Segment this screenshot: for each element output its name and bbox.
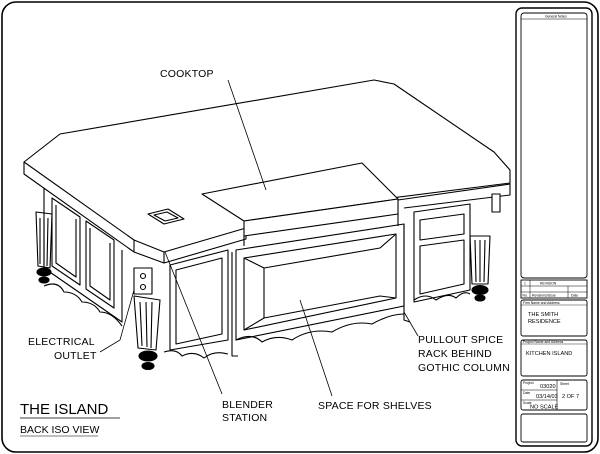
callout-pullout: PULLOUT SPICE [418,334,503,346]
tb-project-label: Project Name and Address [523,340,564,344]
callout-rack: RACK BEHIND [418,348,492,360]
tb-revision-col-desc: Revisions/Issue [532,294,556,298]
title-block-text: General Notes 1 REVISION No. Revisions/I… [523,15,580,411]
tb-project-no-label: Project [523,381,534,385]
tb-header: General Notes [545,15,567,19]
blender-station-plate [147,208,185,225]
callout-station: STATION [222,412,267,424]
tb-revision-col-date: Date [571,294,578,298]
tb-client-label: Firm Name and Address [523,301,560,305]
callout-outlet: OUTLET [54,350,97,362]
tb-date-label: Date [523,391,530,395]
column-right [469,193,501,302]
tb-revision-col-no: No. [523,294,528,298]
right-cabinet [413,203,471,303]
drawing-view: BACK ISO VIEW [20,424,99,436]
title-block [515,7,593,447]
island-illustration [23,79,511,371]
countertop-right-edge [397,183,511,209]
tb-sheet-label: Sheet [560,382,569,386]
tb-scale-label: Scale [523,401,532,405]
tb-sheet: 2 OF 7 [562,394,579,400]
callout-blender: BLENDER [222,399,273,411]
front-cabinet [169,249,229,351]
tb-project: KITCHEN ISLAND [526,351,572,357]
column-left-back [35,211,53,284]
tb-scale: NO SCALE [530,405,559,411]
callout-gothic: GOTHIC COLUMN [418,362,510,374]
countertop-edge [23,162,247,264]
tb-date: 03/14/03 [536,394,558,400]
callout-shelves: SPACE FOR SHELVES [318,400,432,412]
column-left-front [133,267,161,371]
tb-revision-number: 1 [524,282,526,286]
tb-project-no: 03020 [540,384,556,390]
shelf-cavity [235,223,405,341]
callout-cooktop: COOKTOP [160,68,214,80]
tb-client-line1: THE SMITH [528,312,558,318]
tb-client-line2: RESIDENCE [528,319,561,325]
drawing-title: THE ISLAND [20,401,109,418]
leader-lines [99,79,419,397]
callouts: COOKTOP ELECTRICAL OUTLET BLENDER STATIO… [28,68,510,424]
tb-revision-label: REVISION [540,282,557,286]
callout-electrical: ELECTRICAL [28,336,95,348]
